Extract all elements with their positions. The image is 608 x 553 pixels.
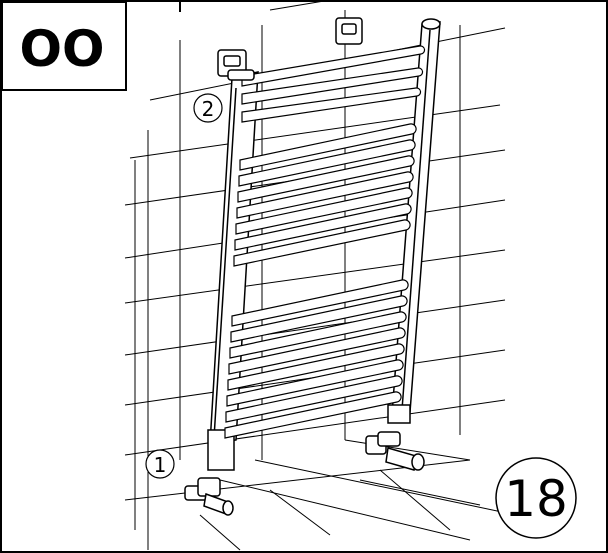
valve-left-icon bbox=[184, 477, 234, 516]
radiator-bars-lower bbox=[224, 279, 409, 439]
radiator-bars-upper bbox=[241, 45, 426, 123]
wall-bracket-left-icon bbox=[217, 49, 255, 81]
badge-box: OO bbox=[1, 1, 127, 91]
callout-two-label: 2 bbox=[202, 97, 215, 121]
valve-right-icon bbox=[365, 431, 425, 471]
callout-one-label: 1 bbox=[154, 453, 167, 477]
badge-text: OO bbox=[19, 20, 104, 78]
step-number-badge: 18 bbox=[495, 457, 577, 539]
callout-two: 2 bbox=[193, 93, 223, 123]
radiator-bars-middle bbox=[233, 123, 417, 267]
callout-one: 1 bbox=[145, 449, 175, 479]
step-number: 18 bbox=[504, 470, 568, 528]
wall-bracket-right-icon bbox=[335, 17, 363, 45]
